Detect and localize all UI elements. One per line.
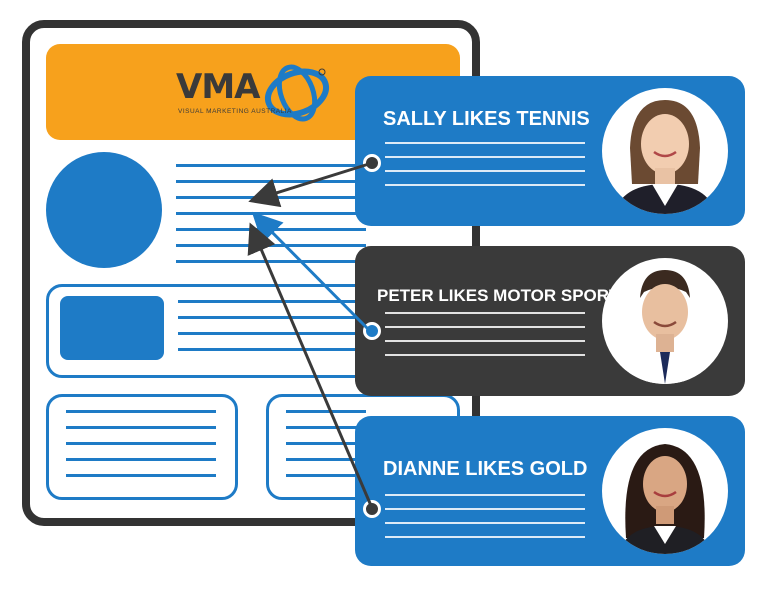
text-line: [176, 260, 366, 263]
connector-dot: [363, 500, 381, 518]
card-line: [385, 156, 585, 158]
card-line: [385, 326, 585, 328]
card-line: [385, 142, 585, 144]
text-line: [66, 458, 216, 461]
text-line: [66, 426, 216, 429]
arrow-sally: [248, 161, 373, 208]
card-title: PETER LIKES MOTOR SPORT: [377, 286, 620, 305]
text-line: [178, 316, 358, 319]
text-line: [286, 458, 366, 461]
woman-portrait-icon: [614, 100, 716, 214]
profile-card-dianne: DIANNE LIKES GOLD: [355, 416, 745, 566]
text-line: [66, 442, 216, 445]
woman-portrait-icon: [618, 444, 712, 554]
text-line: [178, 332, 358, 335]
avatar: [602, 258, 728, 384]
vma-logo: VMA VISUAL MARKETING AUSTRALIA: [176, 58, 336, 128]
text-line: [286, 442, 366, 445]
image-placeholder-circle: [46, 152, 162, 268]
card-line: [385, 170, 585, 172]
logo-tagline: VISUAL MARKETING AUSTRALIA: [178, 108, 292, 115]
card-title: DIANNE LIKES GOLD: [383, 458, 588, 480]
arrow-dianne: [247, 222, 374, 509]
card-line: [385, 354, 585, 356]
card-title: SALLY LIKES TENNIS: [383, 108, 590, 130]
avatar: [602, 88, 728, 214]
card-line: [385, 494, 585, 496]
card-line: [385, 340, 585, 342]
card-line: [385, 184, 585, 186]
text-line: [286, 474, 366, 477]
text-line: [178, 348, 358, 351]
text-line: [176, 164, 366, 167]
card-line: [385, 508, 585, 510]
card-line: [385, 536, 585, 538]
profile-card-peter: PETER LIKES MOTOR SPORT: [355, 246, 745, 396]
avatar: [602, 428, 728, 554]
image-placeholder-rect: [60, 296, 164, 360]
man-portrait-icon: [612, 270, 718, 384]
ring-swirl-icon: [264, 64, 330, 122]
profile-card-sally: SALLY LIKES TENNIS: [355, 76, 745, 226]
logo-wordmark: VMA: [176, 67, 260, 107]
card-line: [385, 522, 585, 524]
text-line: [66, 410, 216, 413]
text-line: [286, 426, 366, 429]
text-line: [286, 410, 366, 413]
card-line: [385, 312, 585, 314]
text-line: [178, 300, 358, 303]
text-line: [66, 474, 216, 477]
